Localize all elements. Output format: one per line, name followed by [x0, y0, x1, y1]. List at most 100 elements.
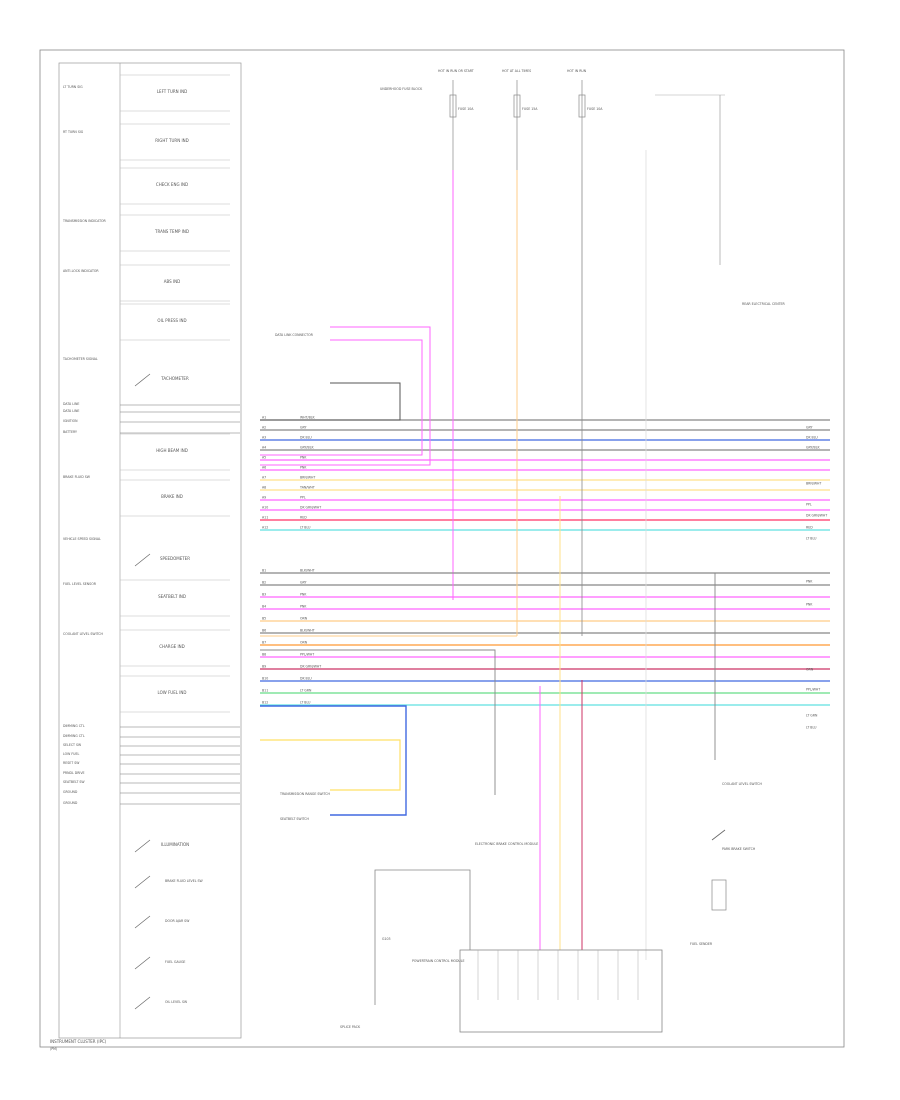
data-link-label: DATA LINK CONNECTOR [275, 333, 314, 337]
indicator-lamp: CHARGE IND [159, 644, 184, 649]
cluster-pin-label: SELECT SW [63, 743, 82, 747]
indicator-lamp: BRAKE IND [161, 494, 183, 499]
data-link-wiring [260, 326, 431, 466]
harness-bottom-row-id: B5 [262, 617, 266, 621]
right-block-label: REAR ELECTRICAL CENTER [742, 302, 786, 306]
cluster-pin-label: GROUND [63, 801, 78, 805]
right-wire-label: BRN/WHT [806, 482, 821, 486]
right-wire-label: RED [806, 526, 813, 530]
harness-top-wire-code: PNK [300, 456, 307, 460]
cluster-pin-label: DIMMING CTL [63, 724, 85, 728]
cluster-pin-label: DIMMING CTL [63, 734, 85, 738]
fuse-feed-wires [260, 94, 725, 960]
harness-bottom-wire-code: BLK/WHT [300, 629, 315, 633]
indicator-lamp: TRANS TEMP IND [154, 229, 189, 234]
sensor-loop-wiring [260, 496, 716, 950]
cluster-pin-label: VEHICLE SPEED SIGNAL [63, 537, 101, 541]
harness-bottom-row-id: B1 [262, 569, 266, 573]
harness-bottom-wire-code: ORN [300, 617, 308, 621]
harness-bottom-wire-code: PNK [300, 605, 307, 609]
harness-bottom-wire-code: ORN [300, 641, 308, 645]
harness-bottom-row-id: B3 [262, 593, 266, 597]
fuse-rating: FUSE 10A [587, 107, 603, 111]
right-wire-label: PPL [806, 503, 812, 507]
splice-label: SPLICE PACK [340, 1025, 361, 1029]
indicator-lamp: CHECK ENG IND [156, 182, 188, 187]
indicator-lamp: ABS IND [164, 279, 180, 284]
cluster-switch: DOOR AJAR SW [165, 919, 190, 923]
pcm-pins [477, 950, 639, 1000]
pcm-label: POWERTRAIN CONTROL MODULE [412, 959, 465, 963]
seatbelt-label: SEATBELT SWITCH [280, 817, 310, 821]
right-wire-label: PNK [806, 580, 813, 584]
harness-bottom-wire-code: PNK [300, 593, 307, 597]
cluster-switch: BRAKE FLUID LEVEL SW [165, 879, 204, 883]
cluster-pin-label: DATA LINE [63, 402, 79, 406]
cluster-switch: OIL LEVEL SW [165, 1000, 188, 1004]
harness-top-wire-code: BRN/WHT [300, 476, 315, 480]
right-wire-label: PPL/WHT [806, 688, 820, 692]
gauge: ILLUMINATION [161, 842, 189, 847]
cluster-pin-label: RESET SW [63, 761, 80, 765]
cluster-pin-label: LT TURN SIG [63, 85, 83, 89]
harness-top-wire-code: TAN/WHT [299, 486, 315, 490]
harness-bottom-wire-code: GRY [300, 581, 306, 585]
cluster-pin-label: DATA LINE [63, 409, 79, 413]
harness-top-wire-code: LT BLU [300, 526, 311, 530]
indicator-lamp: OIL PRESS IND [157, 318, 186, 323]
fuse-label: HOT AT ALL TIMES [502, 69, 531, 73]
pcm-module-box [459, 949, 663, 1033]
cluster-pin-label: SEATBELT SW [63, 780, 85, 784]
fuse-icon [513, 94, 521, 118]
fuse-rating: FUSE 15A [522, 107, 538, 111]
fuse-icon [578, 94, 586, 118]
harness-top-row-id: A12 [262, 526, 268, 530]
diagram-frame [39, 49, 845, 1048]
footer-code: (PM) [50, 1047, 57, 1051]
harness-top-row-id: A11 [262, 516, 268, 520]
harness-bottom-row-id: B2 [262, 581, 266, 585]
right-wire-label: PNK [806, 603, 813, 607]
right-wire-label: LT GRN [806, 714, 818, 718]
gauge: TACHOMETER [160, 376, 189, 381]
right-side-components: REAR ELECTRICAL CENTER COOLANT LEVEL SWI… [275, 87, 786, 946]
cluster-pin-label: TACHOMETER SIGNAL [62, 357, 98, 361]
coolant-switch-label: COOLANT LEVEL SWITCH [722, 782, 762, 786]
fuse-rating: FUSE 10A [458, 107, 474, 111]
harness-bottom-row-id: B8 [262, 653, 266, 657]
cluster-pin-label: GROUND [63, 790, 78, 794]
right-wire-label: DK BLU [806, 436, 818, 440]
cluster-pin-label: ANTI-LOCK INDICATOR [63, 269, 99, 273]
gauge: SPEEDOMETER [160, 556, 190, 561]
harness-bottom-wire-code: LT GRN [300, 689, 312, 693]
ground-label: G103 [382, 937, 391, 941]
harness-top-row-id: A6 [262, 466, 266, 470]
harness-top-wire-code: GRY/BLK [300, 446, 314, 450]
harness-bottom-wire-code: DK GRN/WHT [300, 665, 321, 669]
harness-top-row-id: A1 [262, 416, 266, 420]
fuel-sender-label: FUEL SENDER [690, 942, 713, 946]
harness-top-row-id: A2 [262, 426, 266, 430]
harness-top-wire-code: GRY [300, 426, 306, 430]
harness-bottom-row-id: B9 [262, 665, 266, 669]
harness-top-wire-code: WHT/BLK [300, 416, 316, 420]
right-wire-label: GRY [806, 426, 812, 430]
harness-top-wire-code: PPL [300, 496, 306, 500]
instrument-cluster-box [58, 62, 242, 1039]
cluster-pin-label: PRNDL DRIVE [63, 771, 85, 775]
indicator-lamp: LOW FUEL IND [158, 690, 187, 695]
cluster-gauges: TACHOMETER SPEEDOMETER ILLUMINATION [134, 373, 190, 853]
harness-bottom-row-id: B6 [262, 629, 266, 633]
harness-top-wire-code: DK GRN/WHT [300, 506, 321, 510]
harness-top-row-id: A5 [262, 456, 266, 460]
abs-module-label: ELECTRONIC BRAKE CONTROL MODULE [475, 842, 538, 846]
right-wire-label: ORN [806, 668, 814, 672]
fuse-icon [449, 94, 457, 118]
cluster-pin-label: TRANSMISSION INDICATOR [62, 219, 107, 223]
cluster-pin-label: BATTERY [63, 430, 77, 434]
harness-bottom-wire-code: BLK/WHT [300, 569, 315, 573]
harness-top-row-id: A7 [262, 476, 266, 480]
